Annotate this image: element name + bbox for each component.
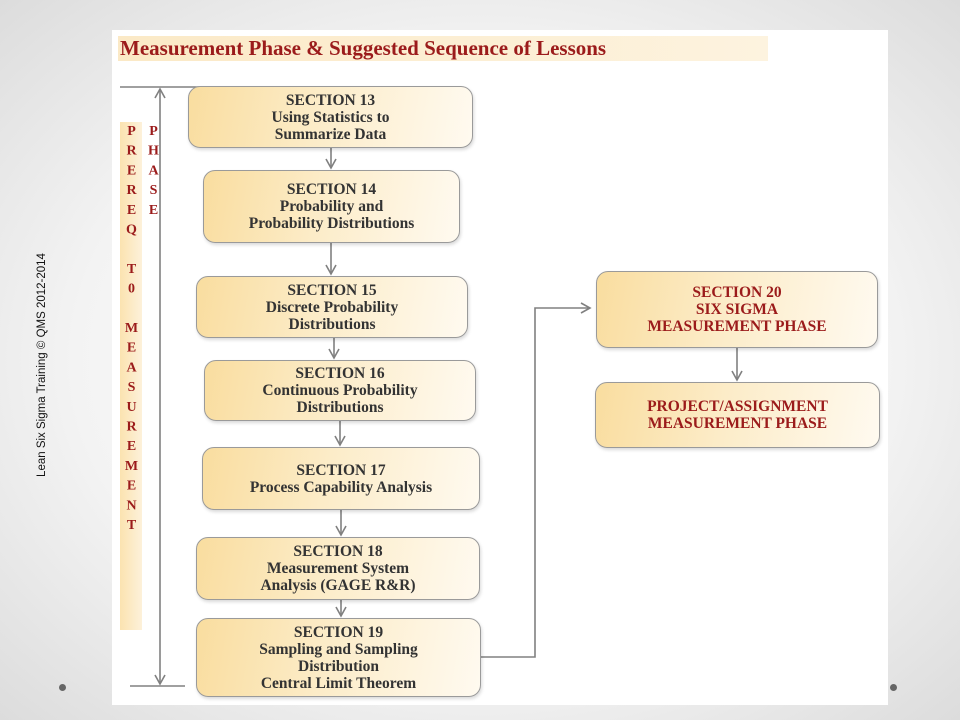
box-line: Discrete Probability	[265, 298, 399, 316]
box-line: PROJECT/ASSIGNMENT	[647, 398, 828, 415]
box-line: SECTION 15	[287, 281, 377, 299]
section-19-box: SECTION 19 Sampling and Sampling Distrib…	[196, 618, 481, 697]
box-line: SIX SIGMA	[695, 301, 779, 318]
box-line: SECTION 13	[285, 91, 376, 109]
box-line: Probability Distributions	[248, 215, 415, 232]
box-line: SECTION 19	[293, 623, 384, 641]
arrow-19-20	[481, 302, 592, 658]
slide-dot-right	[890, 684, 897, 691]
box-line: MEASUREMENT PHASE	[647, 415, 828, 432]
box-line: Measurement System	[266, 560, 410, 577]
section-15-box: SECTION 15 Discrete Probability Distribu…	[196, 276, 468, 338]
diagram-title: Measurement Phase & Suggested Sequence o…	[118, 36, 768, 61]
box-line: SECTION 18	[293, 543, 383, 560]
box-line: SECTION 20	[692, 284, 782, 301]
box-line: Distribution	[298, 657, 379, 675]
box-line: Distributions	[288, 315, 376, 333]
section-17-box: SECTION 17 Process Capability Analysis	[202, 447, 480, 510]
section-20-box: SECTION 20 SIX SIGMA MEASUREMENT PHASE	[596, 271, 878, 348]
box-line: Analysis (GAGE R&R)	[260, 577, 416, 594]
box-line: MEASUREMENT PHASE	[647, 318, 827, 335]
box-line: Continuous Probability	[262, 382, 418, 399]
section-14-box: SECTION 14 Probability and Probability D…	[203, 170, 460, 243]
box-line: SECTION 16	[295, 365, 385, 382]
project-assignment-box: PROJECT/ASSIGNMENT MEASUREMENT PHASE	[595, 382, 880, 448]
box-line: Sampling and Sampling	[259, 640, 418, 658]
box-line: Using Statistics to	[271, 108, 390, 126]
box-line: Probability and	[279, 198, 384, 215]
box-line: SECTION 17	[296, 461, 386, 479]
box-line: SECTION 14	[286, 181, 377, 198]
box-line: Process Capability Analysis	[249, 478, 433, 496]
section-13-box: SECTION 13 Using Statistics to Summarize…	[188, 86, 473, 148]
slide-dot-left	[59, 684, 66, 691]
section-16-box: SECTION 16 Continuous Probability Distri…	[204, 360, 476, 421]
prereq-side-text: PREREQ T0 MEASUREMENT PHASE	[124, 124, 161, 538]
box-line: Summarize Data	[274, 125, 387, 143]
prereq-side-label: PREREQ T0 MEASUREMENT PHASE	[120, 122, 161, 630]
box-line: Central Limit Theorem	[260, 674, 417, 692]
box-line: Distributions	[296, 399, 384, 416]
section-18-box: SECTION 18 Measurement System Analysis (…	[196, 537, 480, 600]
